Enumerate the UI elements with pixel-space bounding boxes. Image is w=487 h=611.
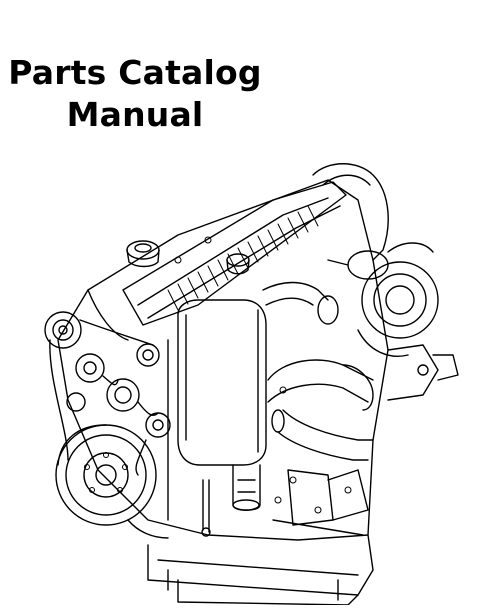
- title-line-1: Parts Catalog: [8, 53, 262, 92]
- title-line-2: Manual: [66, 95, 204, 134]
- document-title: Parts Catalog Manual: [0, 52, 270, 136]
- engine-illustration: [28, 140, 468, 605]
- engine-icon: [28, 140, 468, 605]
